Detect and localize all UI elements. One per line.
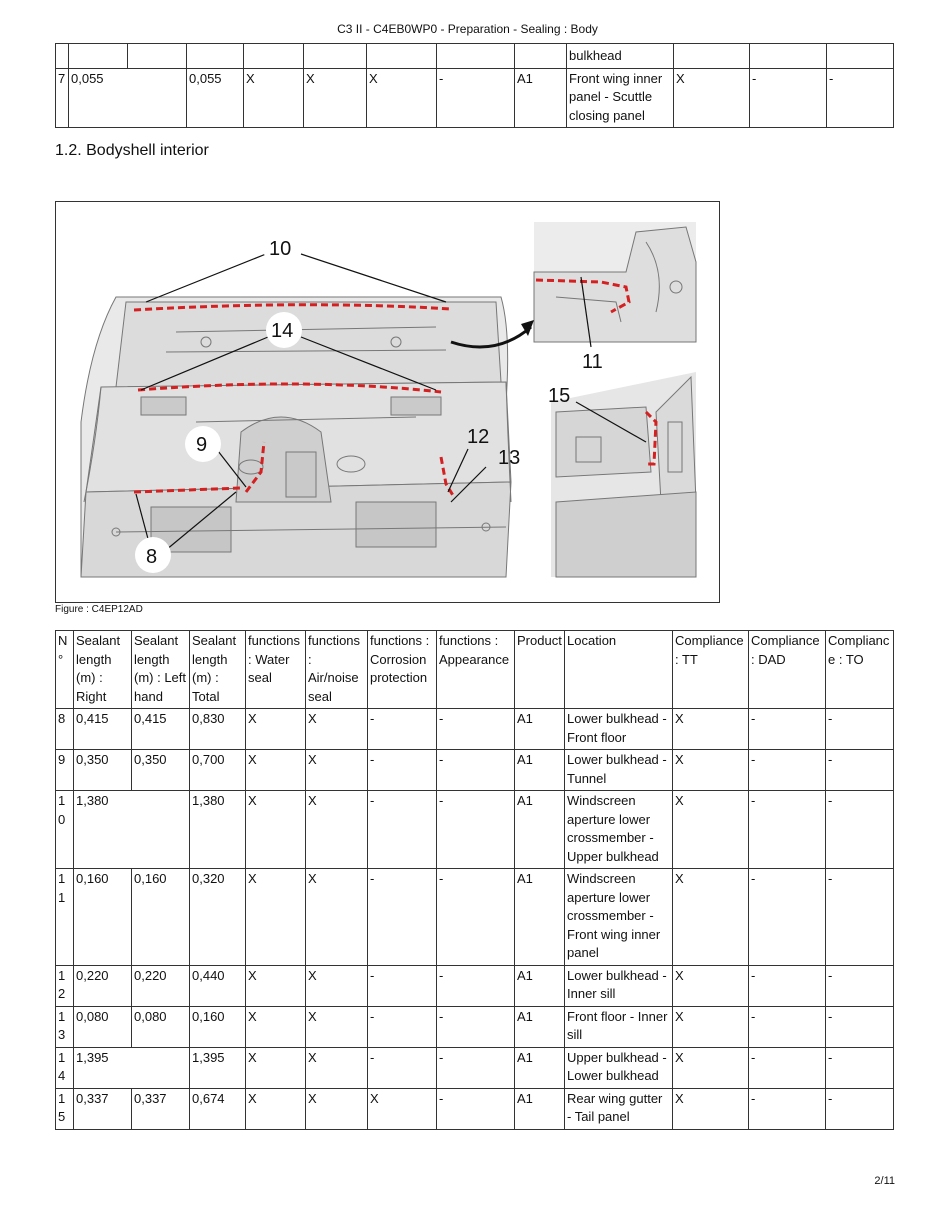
location-cell: Rear wing gutter - Tail panel	[564, 1087, 673, 1130]
bodyshell-interior-illustration: 10 14 11 15 9 12 13 8	[80, 222, 697, 578]
sealant-line-15	[644, 410, 658, 466]
table-row: 13 0,080 0,080 0,160 X X - - A1 Front fl…	[55, 1005, 894, 1048]
table-row: 10 1,380 1,380 X X - - A1 Windscreen ape…	[55, 790, 894, 869]
sealant-line-14	[137, 382, 442, 394]
location-cell: Windscreen aperture lower crossmember - …	[564, 868, 673, 966]
callout-10: 10	[269, 238, 291, 260]
page-number: 2/11	[874, 1175, 895, 1187]
callout-background	[185, 426, 221, 462]
pointer-arrow-head	[521, 320, 534, 336]
header-product: Product	[514, 630, 565, 709]
location-cell: Upper bulkhead - Lower bulkhead	[564, 1046, 673, 1089]
table-row: 8 0,415 0,415 0,830 X X - - A1 Lower bul…	[55, 708, 894, 750]
location-cell: bulkhead	[566, 43, 674, 69]
callout-background	[135, 537, 171, 573]
main-view-drawing	[80, 296, 512, 578]
table-row: 11 0,160 0,160 0,320 X X - - A1 Windscre…	[55, 868, 894, 966]
table-row: 7 0,055 0,055 X X X - A1 Front wing inne…	[55, 67, 894, 128]
header-water: functions : Water seal	[245, 630, 306, 709]
header-air: functions : Air/noise seal	[305, 630, 368, 709]
header-total: Sealant length (m) : Total	[189, 630, 246, 709]
table-row: 9 0,350 0,350 0,700 X X - - A1 Lower bul…	[55, 749, 894, 791]
inset-view-15	[551, 372, 697, 578]
sealant-line-12	[439, 456, 456, 498]
location-cell: Front floor - Inner sill	[564, 1005, 673, 1048]
callout-labels: 10 14 11 15 9 12 13 8	[135, 230, 603, 573]
sealant-line-8	[133, 486, 242, 494]
table-row: 12 0,220 0,220 0,440 X X - - A1 Lower bu…	[55, 964, 894, 1007]
sealant-line-11	[535, 278, 631, 314]
page-header: C3 II - C4EB0WP0 - Preparation - Sealing…	[337, 22, 598, 36]
header-location: Location	[564, 630, 673, 709]
callout-background	[263, 230, 299, 266]
leader-lines	[135, 253, 647, 551]
top-table: bulkhead 7 0,055 0,055 X X X - A1 Front …	[55, 43, 894, 128]
header-corrosion: functions : Corrosion protection	[367, 630, 437, 709]
callout-13: 13	[498, 447, 520, 469]
header-right: Sealant length (m) : Right	[73, 630, 132, 709]
location-cell: Lower bulkhead - Front floor	[564, 708, 673, 750]
header-n: N°	[55, 630, 74, 709]
sealing-table: N° Sealant length (m) : Right Sealant le…	[55, 630, 894, 1130]
location-cell: Windscreen aperture lower crossmember - …	[564, 790, 673, 869]
header-to: Compliance : TO	[825, 630, 894, 709]
table-row: 14 1,395 1,395 X X - - A1 Upper bulkhead…	[55, 1046, 894, 1089]
callout-11: 11	[582, 351, 603, 373]
header-tt: Compliance : TT	[672, 630, 749, 709]
callout-background	[266, 312, 302, 348]
location-cell: Lower bulkhead - Inner sill	[564, 964, 673, 1007]
table-row: 15 0,337 0,337 0,674 X X X - A1 Rear win…	[55, 1087, 894, 1130]
table-header-row: N° Sealant length (m) : Right Sealant le…	[55, 630, 894, 709]
figure-frame: 10 14 11 15 9 12 13 8	[55, 201, 720, 603]
sealant-lines	[133, 278, 658, 498]
location-cell: Lower bulkhead - Tunnel	[564, 749, 673, 791]
section-title: 1.2. Bodyshell interior	[55, 142, 209, 159]
sealant-line-10	[133, 303, 452, 312]
sealant-line-9	[244, 441, 266, 493]
header-dad: Compliance : DAD	[748, 630, 826, 709]
figure-caption: Figure : C4EP12AD	[55, 604, 143, 615]
callout-8: 8	[146, 546, 157, 568]
callout-9: 9	[196, 434, 207, 456]
header-appearance: functions : Appearance	[436, 630, 515, 709]
callout-15: 15	[548, 385, 570, 407]
callout-14: 14	[271, 320, 293, 342]
pointer-arrow	[450, 325, 532, 349]
header-left: Sealant length (m) : Left hand	[131, 630, 190, 709]
location-cell: Front wing inner panel - Scuttle closing…	[566, 67, 674, 128]
callout-12: 12	[467, 426, 489, 448]
table-row: bulkhead	[55, 43, 894, 69]
